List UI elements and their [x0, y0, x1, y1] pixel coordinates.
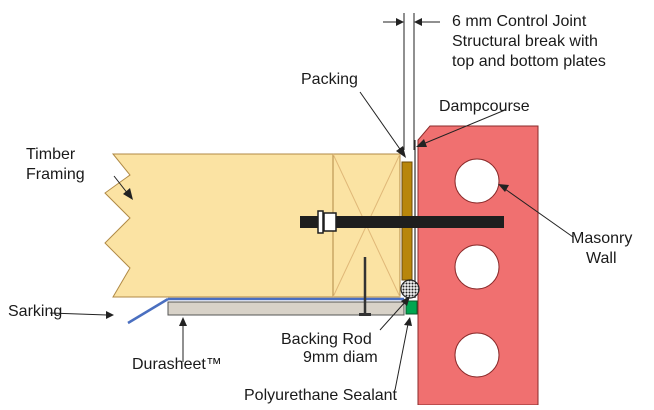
masonry-leader	[504, 188, 574, 238]
backing-rod	[400, 279, 420, 299]
timber-leader	[113, 175, 129, 195]
durasheet-label: Durasheet™	[132, 356, 222, 373]
masonry-arrowhead	[498, 184, 509, 192]
sarking-label: Sarking	[8, 303, 63, 320]
sarking-leader	[49, 312, 108, 316]
dampcourse-arrowhead	[416, 139, 427, 147]
backing-rod-arrowhead	[401, 296, 410, 306]
polyurethane-sealant	[405, 300, 418, 315]
packing-leader	[359, 91, 403, 153]
control-joint-label: top and bottom plates	[452, 53, 606, 70]
bolt-nut	[323, 212, 337, 232]
control-joint-arrowhead	[414, 18, 422, 26]
durasheet-arrowhead	[179, 317, 187, 326]
backing-rod-label: 9mm diam	[303, 349, 378, 366]
packing-arrowhead	[396, 146, 406, 158]
masonry-label: Wall	[586, 250, 617, 267]
durasheet-lining	[167, 301, 405, 316]
nail-head	[359, 313, 371, 316]
packing-label: Packing	[301, 71, 358, 88]
timber-label: Timber	[26, 146, 76, 163]
masonry-core-hole	[454, 332, 500, 378]
masonry-label: Masonry	[571, 230, 633, 247]
masonry-core-hole	[454, 158, 500, 204]
sealant-label: Polyurethane Sealant	[244, 387, 397, 404]
masonry-core-hole	[454, 244, 500, 290]
backing-rod-label: Backing Rod	[281, 331, 372, 348]
bolt-washer	[317, 210, 324, 234]
sarking-arrowhead	[106, 311, 114, 319]
bolt-rod	[300, 216, 504, 228]
control-joint-arrowhead	[396, 18, 404, 26]
timber-arrowhead	[123, 188, 133, 200]
control-joint-label: 6 mm Control Joint	[452, 13, 587, 30]
sealant-arrowhead	[404, 317, 412, 326]
sarking-membrane-tail	[127, 297, 169, 325]
dampcourse-label: Dampcourse	[439, 98, 530, 115]
dampcourse-leader	[422, 109, 506, 145]
sealant-leader	[394, 323, 409, 391]
timber-label: Framing	[26, 166, 85, 183]
control-joint-label: Structural break with	[452, 33, 598, 50]
backing-rod-leader	[379, 300, 407, 331]
